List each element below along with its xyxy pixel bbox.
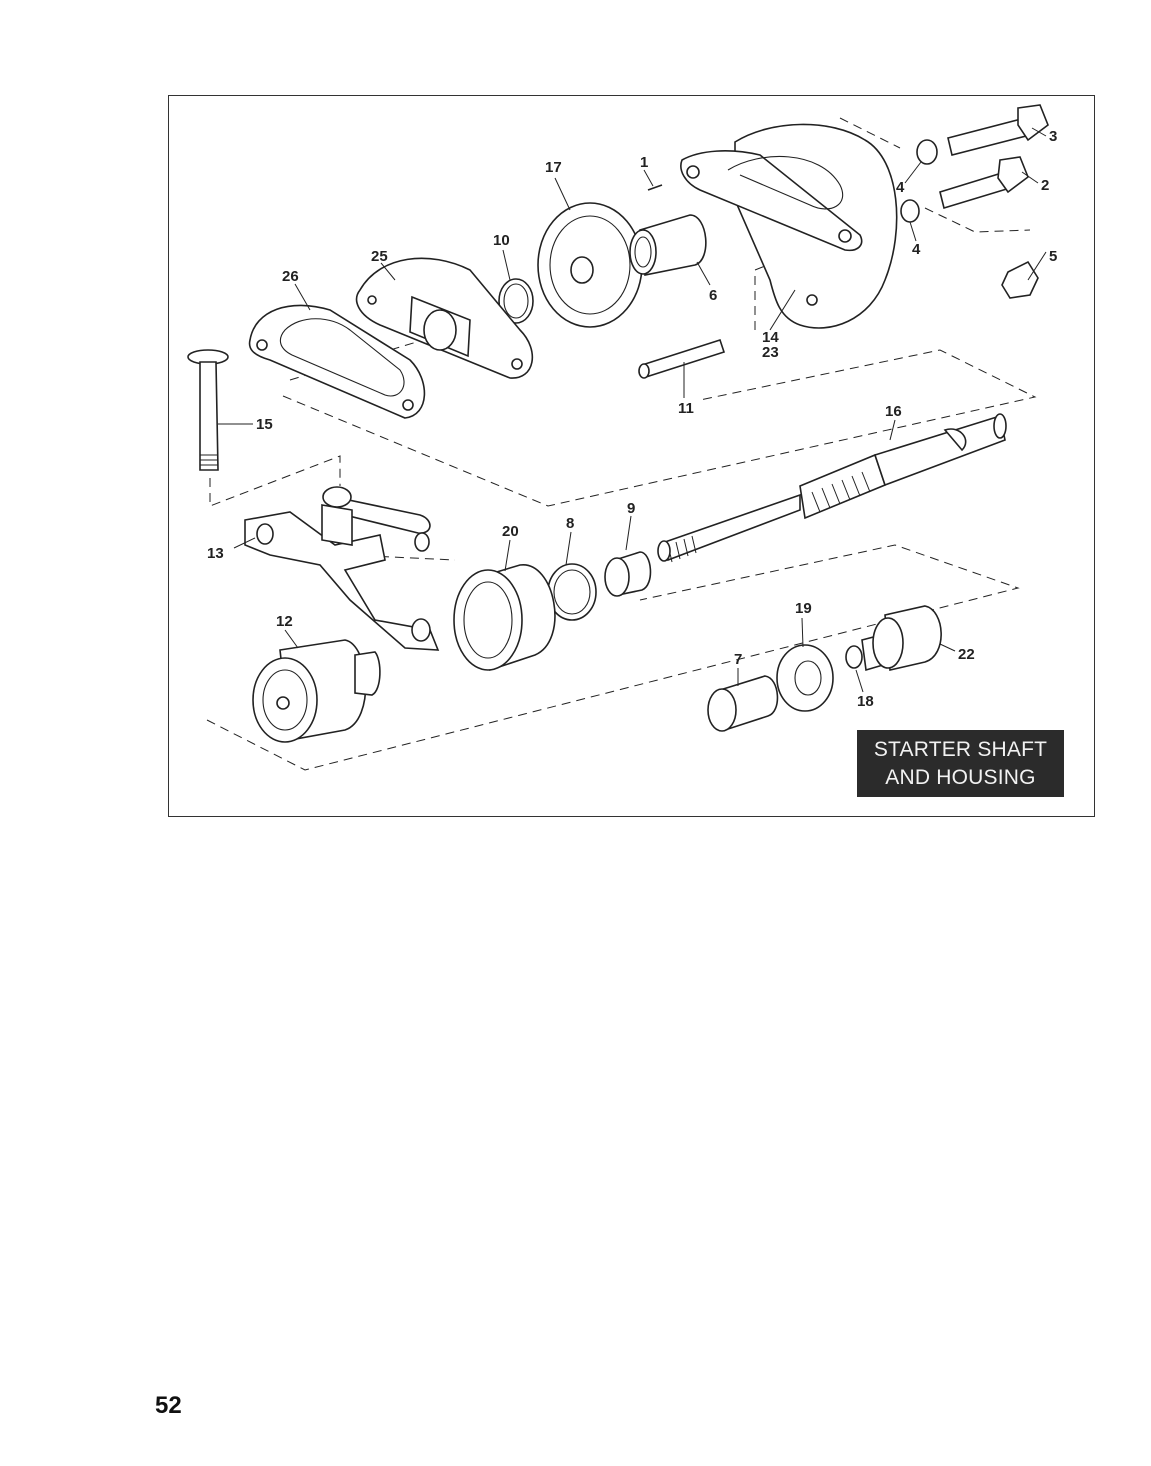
callout-labels: 1 2 3 4 4 5 6 7 8 9 10 11 12 13 14 23 15… xyxy=(207,128,1057,710)
diagram-title-line-2: AND HOUSING xyxy=(885,766,1036,789)
callout-1: 1 xyxy=(640,154,648,171)
stud xyxy=(638,338,726,379)
callout-14: 14 xyxy=(762,329,779,346)
callout-23: 23 xyxy=(762,344,779,361)
callout-26: 26 xyxy=(282,268,299,285)
starter-housing xyxy=(680,123,898,329)
starter-pinion xyxy=(252,639,381,743)
retaining-ring xyxy=(547,563,597,621)
shaft-bushing xyxy=(604,551,652,597)
callout-5: 5 xyxy=(1049,248,1057,265)
lock-washers xyxy=(900,139,938,223)
callout-22: 22 xyxy=(958,646,975,663)
callout-7: 7 xyxy=(734,651,742,668)
callout-9: 9 xyxy=(627,500,635,517)
callout-4a: 4 xyxy=(896,179,905,196)
small-washer xyxy=(845,645,863,669)
starter-gear xyxy=(537,202,643,328)
callout-2: 2 xyxy=(1041,177,1049,194)
thrust-washer xyxy=(776,644,834,712)
callout-11: 11 xyxy=(678,400,694,417)
slotted-bolt xyxy=(187,349,229,471)
callout-18: 18 xyxy=(857,693,874,710)
callout-15: 15 xyxy=(256,416,273,433)
callout-12: 12 xyxy=(276,613,293,630)
callout-leaders xyxy=(218,127,1047,693)
starter-shaft xyxy=(657,413,1007,563)
callout-19: 19 xyxy=(795,600,812,617)
callout-16: 16 xyxy=(885,403,902,420)
callout-20: 20 xyxy=(502,523,519,540)
needle-bushing xyxy=(707,675,779,732)
shift-lever xyxy=(244,486,440,651)
callout-6: 6 xyxy=(709,287,717,304)
cover-plate xyxy=(355,257,534,379)
callout-4b: 4 xyxy=(912,241,921,258)
callout-25: 25 xyxy=(371,248,388,265)
pin xyxy=(647,184,663,191)
callout-3: 3 xyxy=(1049,128,1057,145)
hex-bolts xyxy=(939,104,1049,210)
callout-13: 13 xyxy=(207,545,224,562)
callout-8: 8 xyxy=(566,515,574,532)
housing-bushing xyxy=(629,214,707,276)
callout-17: 17 xyxy=(545,159,562,176)
diagram-title-box: STARTER SHAFT AND HOUSING xyxy=(857,730,1064,797)
diagram-title-line-1: STARTER SHAFT xyxy=(873,738,1048,761)
gasket xyxy=(248,304,426,419)
o-ring xyxy=(498,278,534,324)
page-number: 52 xyxy=(155,1392,182,1419)
diagram-frame xyxy=(168,95,1095,817)
clutch-housing xyxy=(453,564,556,672)
hex-nut xyxy=(1001,260,1039,299)
shaft-end-support xyxy=(861,605,942,672)
callout-10: 10 xyxy=(493,232,510,249)
